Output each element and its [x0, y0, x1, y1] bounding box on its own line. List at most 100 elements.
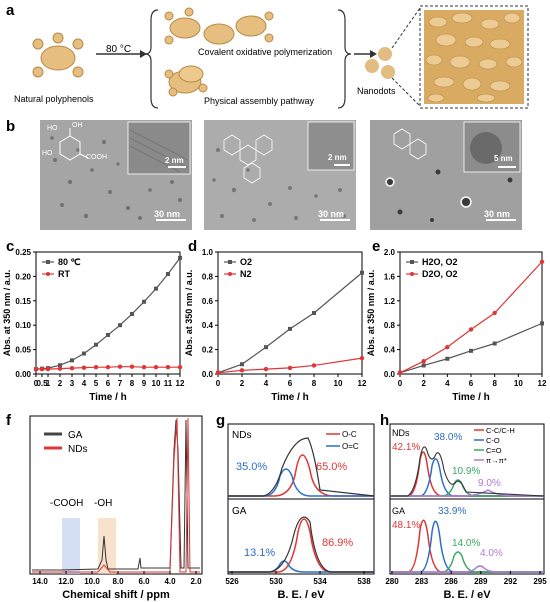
cooh-band [62, 518, 80, 574]
main-scale-3: 30 nm [484, 209, 511, 219]
tem-image-3: 5 nm 30 nm [370, 120, 522, 230]
chart-d-xtick: 6 [288, 379, 293, 388]
panel-b-letter: b [6, 118, 16, 135]
xps-chart-h: C-C/C-H C-O C=O π→π* NDs GA 42.1% 38.0% … [385, 423, 547, 601]
chart-c-xtick: 6 [106, 379, 111, 388]
legend-nds: NDs [68, 444, 87, 455]
chart-h-xtick: 280 [385, 577, 399, 586]
chart-c-xlabel: Time / h [89, 392, 127, 403]
chart-c-ytick: 0.15 [15, 297, 31, 306]
chart-f-xtick: 8.0 [112, 577, 124, 586]
xps-g-nds-label-oeqc: 35.0% [236, 461, 267, 473]
xps-h-ga-pi [390, 565, 544, 573]
chart-c-xtick: 11 [164, 379, 173, 388]
chart-e-xlabel: Time / h [452, 392, 490, 403]
chart-e-ytick: 0.4 [384, 346, 396, 355]
chart-d-point [264, 345, 268, 350]
chart-d-point [359, 355, 365, 361]
chart-c-ytick: 0.20 [15, 272, 31, 281]
polymer-structure-icon [223, 134, 273, 184]
chart-d-xtick: 10 [334, 379, 343, 388]
xps-g-ga-label: GA [232, 506, 247, 517]
xps-h-nds-label-ceqo: 10.9% [452, 466, 480, 477]
chart-g-xtick: 526 [225, 577, 239, 586]
xps-h-nds-pi [390, 489, 544, 497]
chart-c-point [45, 366, 51, 372]
chart-d-ylabel: Abs. at 350 nm / a.u. [184, 270, 194, 357]
chart-c-point [165, 364, 171, 370]
xps-h-xlabel: B. E. / eV [443, 589, 491, 601]
legend-pi: π→π* [486, 456, 507, 465]
annotation-oh: -OH [94, 498, 112, 509]
chart-f-xtick: 4.0 [164, 577, 176, 586]
chart-c-point [57, 366, 63, 371]
chart-h-xtick: 283 [415, 577, 429, 586]
chart-d-xtick: 12 [358, 379, 367, 388]
xps-h-ga-label-pi: 4.0% [480, 548, 503, 559]
chart-e-point [540, 321, 544, 326]
chart-c-xtick: 4 [82, 379, 87, 388]
chart-h-xtick: 295 [533, 577, 547, 586]
xps-h-nds-co [390, 458, 544, 497]
xps-g-ga-oeqc [228, 560, 374, 573]
chart-c-xtick: 2 [58, 379, 63, 388]
xps-h-nds-label-co: 38.0% [434, 432, 462, 443]
chart-c-ytick: 0.25 [15, 248, 31, 257]
chart-d-xtick: 0 [216, 379, 221, 388]
xps-h-nds-label-pi: 9.0% [478, 478, 501, 489]
chart-d-series-1-line [217, 357, 363, 374]
chart-h-xtick: 289 [474, 577, 488, 586]
panel-f-letter: f [6, 412, 11, 429]
chart-e-xtick: 8 [492, 379, 497, 388]
chart-e-series-1-line [399, 261, 543, 374]
reaction-temperature: 80 °C [106, 44, 132, 55]
chart-e-xtick: 10 [514, 379, 523, 388]
chart-g-xtick: 534 [313, 577, 327, 586]
chart-f-xtick: 14.0 [32, 577, 48, 586]
covalent-polymer-icon [164, 7, 274, 45]
xps-h-ga-label-cc: 48.1% [392, 520, 420, 531]
chart-c-xtick: 3 [70, 379, 75, 388]
nmr-nds-trace [32, 417, 200, 573]
chart-c-point [93, 364, 99, 370]
xps-g-nds-oeqc [228, 468, 374, 497]
chart-e-ytick: 1.6 [384, 272, 396, 281]
panel-c-letter: c [6, 238, 15, 255]
chart-c-point [39, 366, 45, 372]
chart-c-point [58, 363, 62, 368]
xps-h-ga-co [390, 520, 544, 573]
chart-d-xlabel: Time / h [271, 392, 309, 403]
panel-g-letter: g [216, 412, 226, 429]
chart-c-point [177, 364, 183, 370]
chart-c-point [118, 323, 122, 328]
legend-oeqc: O=C [342, 442, 359, 451]
chart-e-xtick: 12 [538, 379, 547, 388]
gallic-acid-structure-icon [59, 128, 89, 161]
chart-e-xtick: 2 [421, 379, 426, 388]
chart-e-point [421, 358, 426, 364]
chart-h-xtick: 286 [445, 577, 459, 586]
chart-c-point [82, 351, 86, 356]
chart-c-xtick: 8 [130, 379, 135, 388]
xps-h-ga-ceqo [390, 551, 544, 573]
xps-g-nds-envelope [228, 437, 375, 497]
nmr-xlabel: Chemical shift / ppm [62, 589, 170, 601]
chart-d-point [239, 368, 245, 373]
chart-c-point [33, 366, 39, 372]
chart-e-point [468, 327, 474, 332]
chart-d-legend-1: N2 [240, 269, 252, 279]
chart-d-xtick: 4 [264, 379, 269, 388]
chart-d-ytick: 0.0 [202, 370, 214, 379]
xps-h-ga-label-co: 33.9% [438, 506, 466, 517]
chart-e-ytick: 2.0 [384, 248, 396, 257]
chart-e-ytick: 0.0 [384, 370, 396, 379]
assembly-structure-icon [393, 128, 427, 160]
aggregate-icon [424, 10, 524, 104]
chart-e-legend-0: H2O, O2 [422, 257, 458, 267]
tem-image-2-dots [204, 120, 356, 230]
chart-e-point [539, 259, 545, 264]
chart-d-series-0-line [217, 272, 363, 374]
